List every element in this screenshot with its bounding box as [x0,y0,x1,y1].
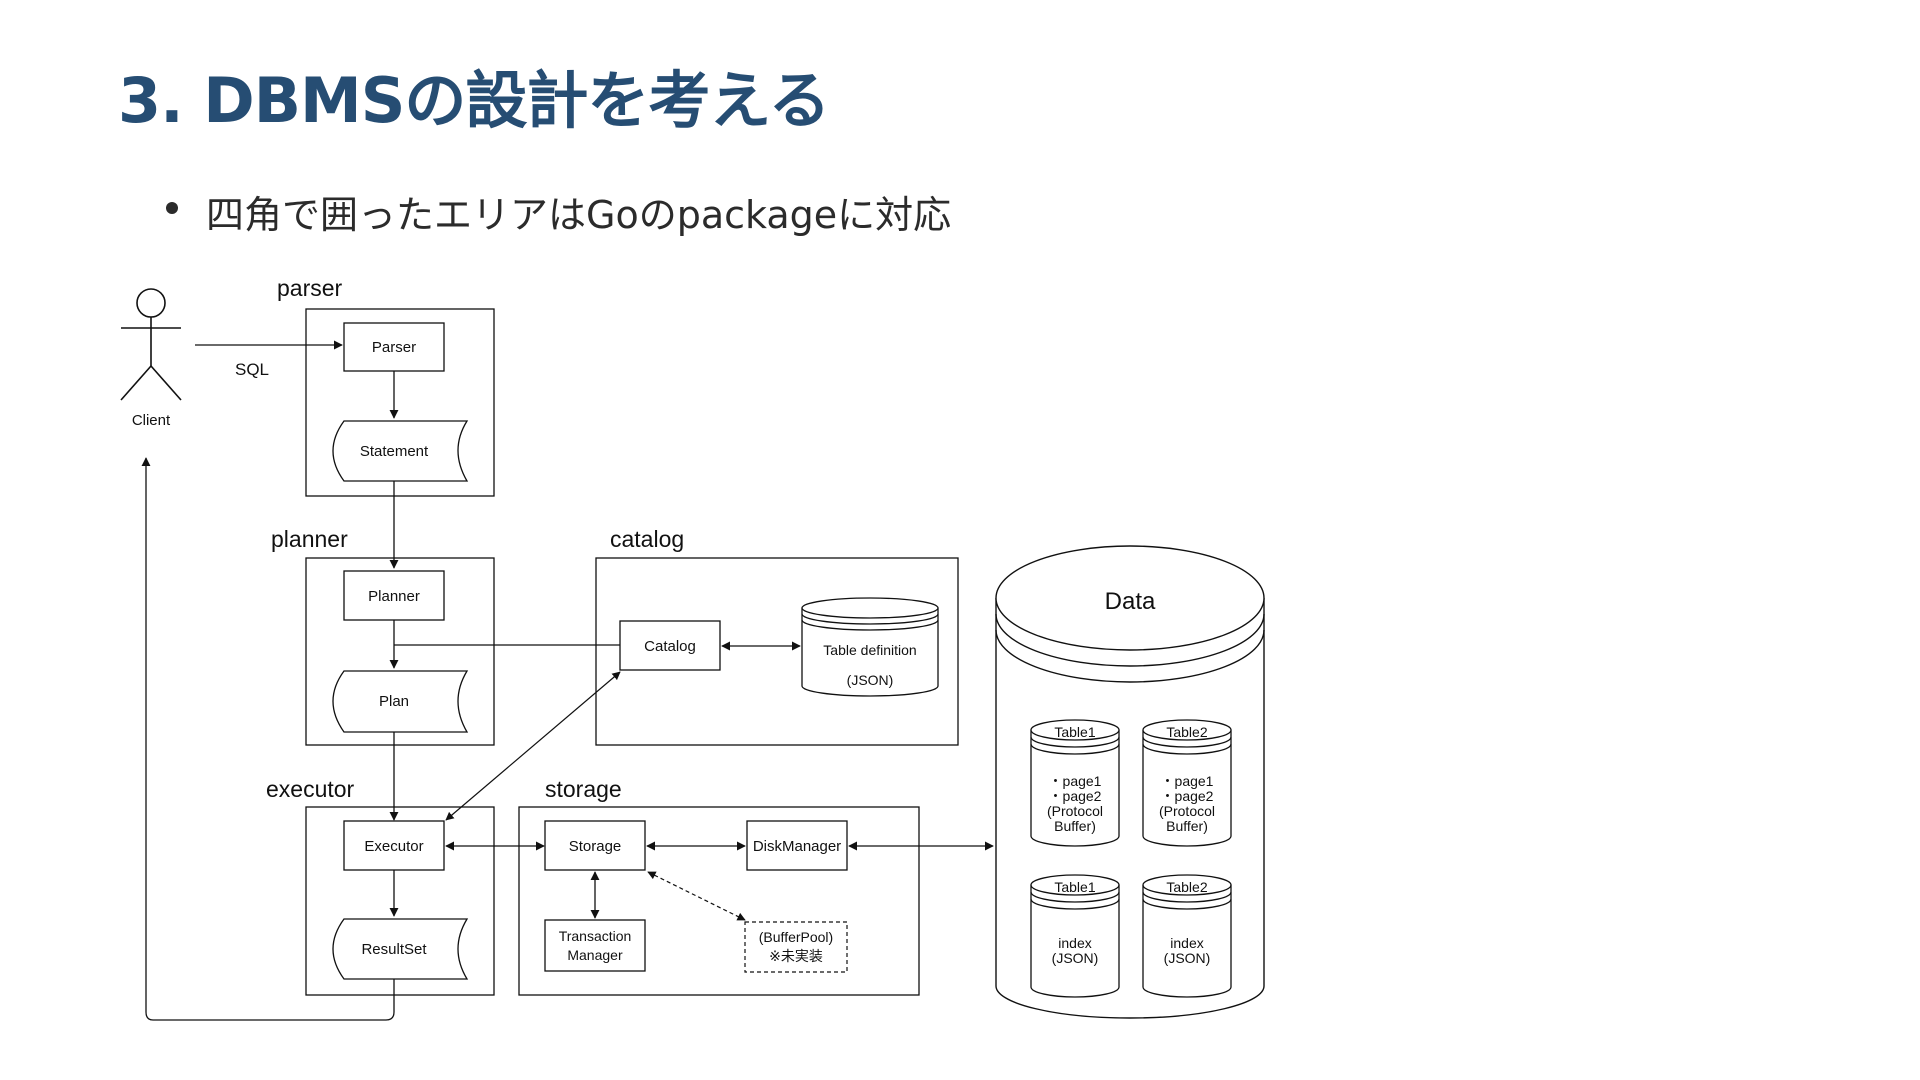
planner-package [305,557,495,746]
slide-title: 3. DBMSの設計を考える [118,64,830,137]
planner-node [343,570,445,621]
catalog-package [595,557,959,746]
transaction-manager-node [544,919,646,972]
parser-node-label: Parser [372,339,416,356]
table2-index-title: Table2 [1166,879,1207,895]
parser-package-label: parser [277,275,343,301]
catalog-package-label: catalog [610,526,684,552]
table1-pages-line: ・page2 [1049,788,1102,804]
transaction-manager-label-1: Transaction [559,928,632,944]
table1-index-title: Table1 [1054,879,1095,895]
table2-pages-line: ・page2 [1161,788,1214,804]
statement-node-label: Statement [360,443,429,460]
storage-node [544,820,646,871]
table2-pages-title: Table2 [1166,724,1207,740]
table2-index-line: (JSON) [1164,950,1211,966]
table2-pages-cylinder [1142,719,1232,847]
storage-package-label: storage [545,776,622,802]
bullet-item: 四角で囲ったエリアはGoのpackageに対応 [166,184,951,239]
catalog-node-label: Catalog [644,638,696,655]
executor-node-label: Executor [364,838,423,855]
table-definition-label: Table definition [823,642,916,658]
table-definition-store [801,597,939,697]
resultset-node [332,918,469,980]
catalog-node [619,620,721,671]
planner-package-label: planner [271,526,348,552]
storage-node-label: Storage [569,838,622,855]
transaction-manager-label-2: Manager [567,947,623,963]
plan-node-label: Plan [379,693,409,710]
table2-pages-line: ・page1 [1161,773,1214,789]
table1-pages-line: (Protocol [1047,803,1103,819]
bullet-text: 四角で囲ったエリアはGoのpackageに対応 [206,193,952,237]
table2-pages-line: (Protocol [1159,803,1215,819]
client-actor-icon [120,288,182,401]
storage-package [518,806,920,996]
storage-bufferpool-edge [647,871,746,921]
executor-package [305,806,495,996]
data-store-label: Data [1105,588,1156,615]
executor-package-label: executor [266,776,355,802]
statement-node [332,420,469,482]
parser-node [343,322,445,372]
table1-pages-line: ・page1 [1049,773,1102,789]
parser-package [305,308,495,497]
table2-index-cylinder [1142,874,1232,998]
table1-pages-line: Buffer) [1054,818,1096,834]
table2-index-line: index [1170,935,1203,951]
diskmanager-node [746,820,848,871]
executor-node [343,820,445,871]
diskmanager-node-label: DiskManager [753,838,841,855]
table1-pages-title: Table1 [1054,724,1095,740]
bufferpool-node [744,921,848,973]
table1-pages-cylinder [1030,719,1120,847]
table1-index-line: (JSON) [1052,950,1099,966]
resultset-node-label: ResultSet [361,941,427,958]
sql-edge-label: SQL [235,360,269,379]
table-definition-format: (JSON) [847,672,894,688]
table1-index-cylinder [1030,874,1120,998]
planner-node-label: Planner [368,588,420,605]
bufferpool-label-1: (BufferPool) [759,929,833,945]
executor-catalog-edge [445,671,621,821]
bufferpool-label-2: ※未実装 [769,948,823,964]
bullet-dot [166,202,178,214]
resultset-to-client-edge [141,457,395,1021]
bullet-list: 四角で囲ったエリアはGoのpackageに対応 [166,184,951,239]
table1-index-line: index [1058,935,1091,951]
client-label: Client [132,412,171,429]
table2-pages-line: Buffer) [1166,818,1208,834]
